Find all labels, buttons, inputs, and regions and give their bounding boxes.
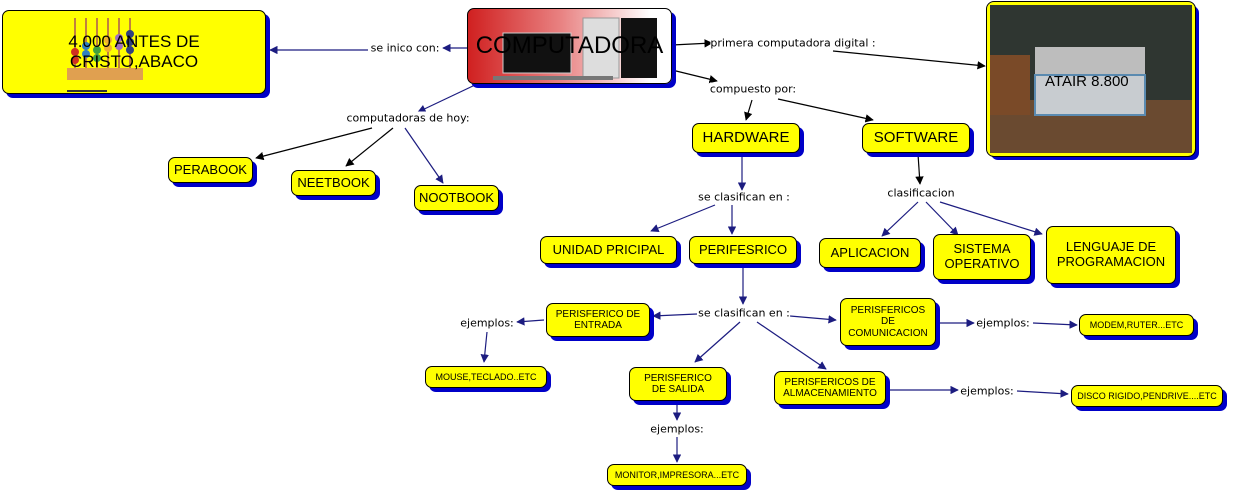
concept-label: SOFTWARE [873, 129, 959, 147]
concept-label: 4.000 ANTES DE CRISTO,ABACO [68, 32, 200, 71]
edge [832, 50, 986, 70]
edge [756, 321, 827, 370]
link-label: ejemplos: [960, 384, 1014, 398]
link-label: se inico con: [370, 41, 440, 55]
concept-label: PERISFERICOS DE COMUNICACION [848, 304, 928, 339]
concept-label: ATAIR 8.800 [1045, 73, 1129, 90]
edge [744, 99, 753, 121]
edge [789, 315, 837, 324]
edge [345, 127, 394, 167]
edge [671, 69, 718, 84]
link-label: se clasifican en : [698, 306, 790, 320]
concept-software[interactable]: SOFTWARE [862, 123, 970, 153]
concept-label: UNIDAD PRICIPAL [552, 241, 665, 257]
concept-mouse-teclado[interactable]: MOUSE,TECLADO..ETC [425, 366, 547, 388]
link-label: ejemplos: [460, 316, 514, 330]
edge [1032, 320, 1078, 329]
link-label: computadoras de hoy: [346, 111, 470, 125]
concept-label: PERISFERICOS DE ALMACENAMIENTO [783, 376, 877, 400]
concept-perifesrico[interactable]: PERIFESRICO [689, 236, 797, 264]
concept-label: MONITOR,IMPRESORA...ETC [614, 469, 740, 480]
concept-label: NEETBOOK [297, 174, 370, 190]
concept-lenguaje-programacion[interactable]: LENGUAJE DE PROGRAMACION [1046, 226, 1176, 284]
concept-label: SISTEMA OPERATIVO [944, 241, 1020, 271]
link-label: primera computadora digital : [710, 36, 876, 50]
concept-disco-pendrive[interactable]: DISCO RIGIDO,PENDRIVE....ETC [1071, 385, 1223, 407]
concept-hardware[interactable]: HARDWARE [692, 123, 800, 153]
edge [694, 321, 741, 363]
concept-entrada[interactable]: PERISFERICO DE ENTRADA [546, 303, 650, 337]
concept-label: PERISFERICO DE SALIDA [644, 372, 712, 396]
edge [255, 127, 373, 161]
edge [939, 201, 1043, 236]
edge [480, 331, 489, 363]
link-label: compuesto por: [709, 82, 797, 96]
concept-label: NOOTBOOK [418, 189, 495, 205]
edge [652, 311, 698, 320]
concept-computadora[interactable]: COMPUTADORA [467, 8, 672, 84]
concept-salida[interactable]: PERISFERICO DE SALIDA [629, 367, 727, 401]
concept-comunicacion[interactable]: PERISFERICOS DE COMUNICACION [840, 298, 936, 346]
concept-label: MOUSE,TECLADO..ETC [435, 371, 537, 382]
edge [671, 39, 713, 48]
concept-neetbook[interactable]: NEETBOOK [291, 170, 376, 196]
concept-label: LENGUAJE DE PROGRAMACION [1056, 239, 1166, 269]
edge [516, 317, 545, 326]
edge [404, 127, 444, 184]
concept-nootbook[interactable]: NOOTBOOK [414, 185, 499, 211]
concept-label: MODEM,RUTER...ETC [1089, 319, 1184, 330]
concept-label: PERISFERICO DE ENTRADA [555, 308, 641, 332]
edge [650, 204, 716, 233]
concept-label: APLICACION [830, 244, 910, 260]
edge [417, 84, 476, 113]
edge [915, 153, 924, 185]
altair-photo [990, 5, 1192, 153]
concept-modem-ruter[interactable]: MODEM,RUTER...ETC [1079, 314, 1194, 336]
edge [925, 201, 959, 236]
link-label: ejemplos: [976, 316, 1030, 330]
concept-almacenamiento[interactable]: PERISFERICOS DE ALMACENAMIENTO [774, 371, 886, 405]
concept-monitor-impresora[interactable]: MONITOR,IMPRESORA...ETC [607, 464, 747, 486]
concept-abaco[interactable]: 4.000 ANTES DE CRISTO,ABACO [2, 10, 266, 94]
concept-sistema-operativo[interactable]: SISTEMA OPERATIVO [933, 234, 1031, 280]
concept-label: DISCO RIGIDO,PENDRIVE....ETC [1077, 390, 1217, 401]
edge [1016, 389, 1069, 398]
edge [881, 201, 919, 237]
concept-label: COMPUTADORA [475, 32, 664, 60]
concept-atair[interactable]: ATAIR 8.800 [986, 1, 1196, 157]
link-label: ejemplos: [650, 422, 704, 436]
abacus-image [67, 18, 143, 92]
computer-image [493, 17, 657, 80]
link-label: clasificacion [887, 186, 955, 200]
concept-label: PERIFESRICO [698, 241, 788, 257]
edge [777, 98, 874, 123]
concept-perabook[interactable]: PERABOOK [168, 157, 253, 183]
concept-unidad-principal[interactable]: UNIDAD PRICIPAL [540, 236, 677, 264]
concept-aplicacion[interactable]: APLICACION [819, 238, 921, 268]
concept-label: PERABOOK [174, 161, 247, 177]
concept-label: HARDWARE [702, 129, 790, 147]
link-label: se clasifican en : [698, 190, 790, 204]
